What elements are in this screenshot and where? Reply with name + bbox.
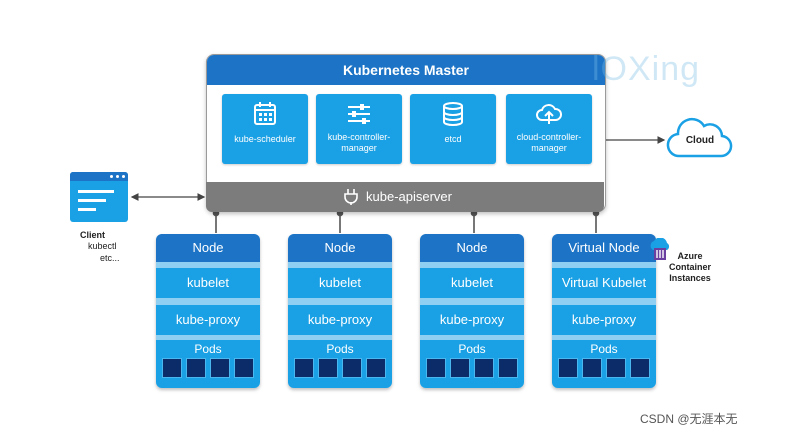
node-header: Node [288, 234, 392, 262]
pod-square [450, 358, 470, 378]
kube-controller-manager-label: kube-controller-manager [327, 132, 391, 153]
client-window-line [78, 208, 96, 211]
virtual-kubelet-band: Virtual Kubelet [552, 268, 656, 298]
kube-apiserver-bar: kube-apiserver [206, 182, 604, 212]
client-label: Client [80, 230, 106, 240]
node-header: Node [420, 234, 524, 262]
kube-proxy-band: kube-proxy [288, 305, 392, 335]
pod-square [630, 358, 650, 378]
pod-square [366, 358, 386, 378]
kube-proxy-band: kube-proxy [420, 305, 524, 335]
pod-square [318, 358, 338, 378]
kubelet-band: kubelet [420, 268, 524, 298]
virtual-node-box: Virtual Node Virtual Kubelet kube-proxy … [552, 234, 656, 388]
client-window-line [78, 199, 106, 202]
cloud-upload-icon [536, 104, 562, 124]
node-box-3: Node kubelet kube-proxy Pods [420, 234, 524, 388]
database-icon [443, 102, 463, 126]
node-box-2: Node kubelet kube-proxy Pods [288, 234, 392, 388]
azure-container-instances-label: Azure Container Instances [664, 251, 716, 284]
virtual-node-header: Virtual Node [552, 234, 656, 262]
kube-scheduler-box: kube-scheduler [222, 94, 308, 164]
kube-scheduler-label: kube-scheduler [234, 134, 296, 144]
client-etc-label: etc... [100, 253, 120, 263]
credit-text: CSDN @无涯本无 [640, 412, 738, 426]
azure-label-line3: Instances [669, 273, 711, 283]
pod-square [498, 358, 518, 378]
kube-proxy-band: kube-proxy [156, 305, 260, 335]
master-title: Kubernetes Master [207, 55, 605, 85]
kube-apiserver-label: kube-apiserver [366, 189, 452, 204]
pod-square [342, 358, 362, 378]
pod-square [558, 358, 578, 378]
kubelet-band: kubelet [156, 268, 260, 298]
cloud-controller-manager-label: cloud-controller-manager [516, 132, 582, 153]
pods-label: Pods [590, 342, 618, 356]
client-window-line [78, 190, 114, 193]
pod-square [234, 358, 254, 378]
client-window-icon [70, 172, 128, 222]
node-box-1: Node kubelet kube-proxy Pods [156, 234, 260, 388]
client-window-dot [110, 175, 113, 178]
azure-container-instances-icon [650, 238, 670, 260]
client-window-dot [122, 175, 125, 178]
cloud-icon [666, 117, 733, 158]
pods-label: Pods [194, 342, 222, 356]
watermark-text: lOXing [592, 50, 701, 88]
sliders-icon [348, 104, 370, 124]
cloud-label: Cloud [685, 135, 715, 146]
etcd-label: etcd [444, 134, 462, 144]
kube-controller-manager-box: kube-controller-manager [316, 94, 402, 164]
etcd-box: etcd [410, 94, 496, 164]
client-window-titlebar [70, 172, 128, 181]
cloud-controller-manager-box: cloud-controller-manager [506, 94, 592, 164]
client-kubectl-label: kubectl [88, 241, 117, 251]
client-window-dot [116, 175, 119, 178]
node-header: Node [156, 234, 260, 262]
pod-square [294, 358, 314, 378]
pod-square [186, 358, 206, 378]
azure-label-line1: Azure [677, 251, 703, 261]
pod-square [582, 358, 602, 378]
pods-label: Pods [326, 342, 354, 356]
plug-icon [344, 189, 358, 205]
calendar-icon [254, 102, 276, 125]
pod-square [426, 358, 446, 378]
pods-label: Pods [458, 342, 486, 356]
azure-label-line2: Container [668, 262, 711, 272]
kube-proxy-band: kube-proxy [552, 305, 656, 335]
pod-square [210, 358, 230, 378]
pod-square [162, 358, 182, 378]
pod-square [606, 358, 626, 378]
kubelet-band: kubelet [288, 268, 392, 298]
pod-square [474, 358, 494, 378]
